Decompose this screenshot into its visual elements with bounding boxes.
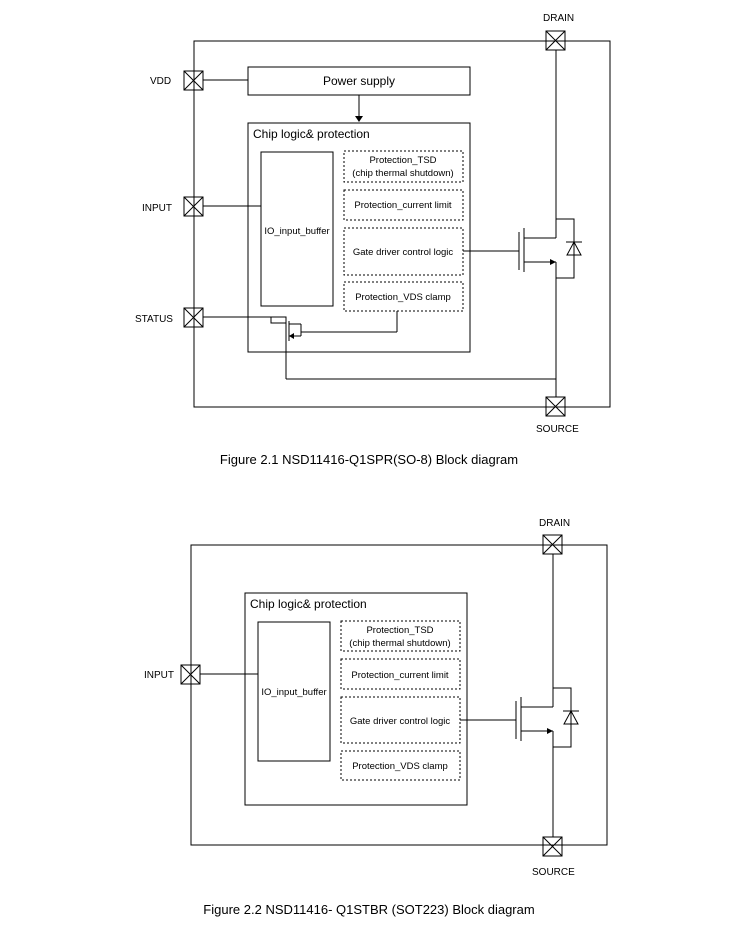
pin-source [542, 836, 563, 857]
chip-logic-label: Chip logic& protection [253, 127, 370, 141]
vds-clamp-label: Protection_VDS clamp [355, 292, 451, 303]
package-outline [193, 40, 611, 408]
source-label: SOURCE [536, 424, 579, 435]
gate-driver-label: Gate driver control logic [350, 716, 451, 727]
vds-clamp-block [343, 281, 464, 312]
io-buffer-block [257, 621, 331, 762]
source-label: SOURCE [532, 867, 575, 878]
figure-2-2: INPUT DRAIN SOURCE Chip logic& protectio… [144, 518, 608, 917]
current-limit-label: Protection_current limit [354, 200, 452, 211]
gate-driver-label: Gate driver control logic [353, 247, 454, 258]
power-supply-label: Power supply [323, 74, 395, 88]
figure-2-caption: Figure 2.2 NSD11416- Q1STBR (SOT223) Blo… [203, 902, 534, 917]
current-limit-block [343, 189, 464, 221]
gate-driver-block [343, 227, 464, 276]
current-limit-label: Protection_current limit [351, 670, 449, 681]
io-buffer-block [260, 151, 334, 307]
power-mosfet [518, 50, 575, 397]
input-label: INPUT [142, 203, 172, 214]
chip-logic-label: Chip logic& protection [250, 597, 367, 611]
tsd-label-line2: (chip thermal shutdown) [349, 638, 450, 649]
input-label: INPUT [144, 670, 174, 681]
status-transistor [203, 311, 398, 341]
drain-label: DRAIN [543, 13, 574, 24]
body-diode-icon [563, 709, 579, 725]
status-label: STATUS [135, 314, 173, 325]
chip-logic-block [247, 122, 471, 353]
tsd-label-line2: (chip thermal shutdown) [352, 168, 453, 179]
figure-1-caption: Figure 2.1 NSD11416-Q1SPR(SO-8) Block di… [220, 452, 518, 467]
vdd-label: VDD [150, 76, 171, 87]
tsd-label-line1: Protection_TSD [369, 155, 436, 166]
figure-2-1: VDD INPUT STATUS DRAIN SOURCE Power supp… [135, 13, 611, 467]
supply-arrowhead [355, 116, 363, 122]
vds-clamp-label: Protection_VDS clamp [352, 761, 448, 772]
vds-clamp-block [340, 750, 461, 781]
package-outline [190, 544, 608, 846]
protection-tsd-block [343, 150, 464, 183]
io-buffer-label: IO_input_buffer [264, 226, 329, 237]
power-mosfet [515, 554, 572, 837]
protection-tsd-block [340, 620, 461, 652]
io-buffer-label: IO_input_buffer [261, 687, 326, 698]
tsd-label-line1: Protection_TSD [366, 625, 433, 636]
drain-label: DRAIN [539, 518, 570, 529]
body-diode-icon [566, 240, 582, 256]
chip-logic-block [244, 592, 468, 806]
current-limit-block [340, 658, 461, 690]
